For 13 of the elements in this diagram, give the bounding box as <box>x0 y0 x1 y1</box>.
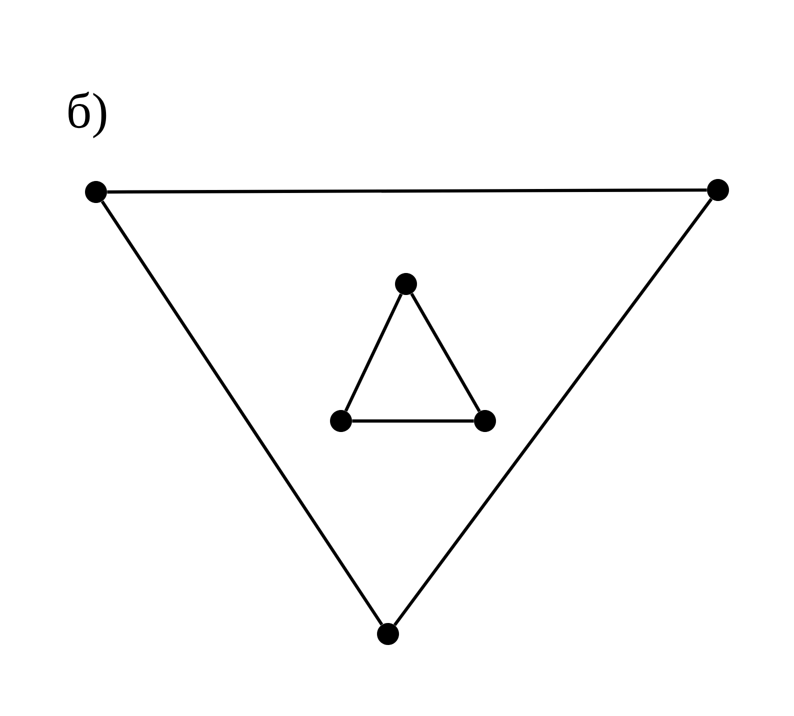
vertex-dot <box>474 410 496 432</box>
line-segment <box>344 293 403 412</box>
vertex-dot <box>377 623 399 645</box>
line-segment <box>393 198 713 626</box>
line-segment <box>410 292 481 412</box>
vertex-dot <box>395 273 417 295</box>
vertex-dot <box>330 410 352 432</box>
vertex-dot <box>707 179 729 201</box>
figure-label: б) <box>68 92 106 138</box>
line-segment <box>100 200 384 626</box>
vertex-dot <box>85 181 107 203</box>
line-segment <box>107 188 707 194</box>
line-segment <box>352 419 474 423</box>
